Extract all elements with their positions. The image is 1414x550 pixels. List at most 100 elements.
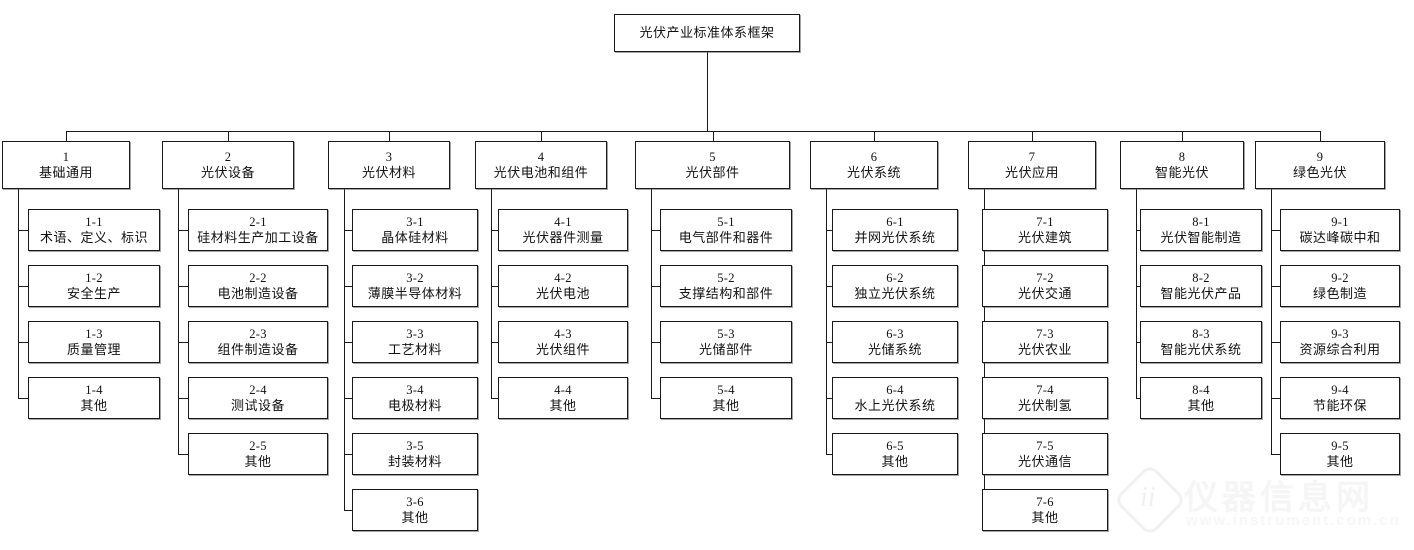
subcategory-node-7-4-label: 光伏制氢 — [1017, 397, 1072, 413]
subcategory-node-2-1-label: 硅材料生产加工设备 — [197, 229, 319, 245]
connector-line-9-3 — [1271, 342, 1280, 343]
connector-line-4-3 — [491, 342, 498, 343]
watermark-text: 仪器信息网 — [1184, 479, 1374, 517]
connector-line-1-4 — [18, 398, 28, 399]
category-node-6-code: 6 — [870, 149, 878, 164]
subcategory-node-5-1-code: 5-1 — [717, 214, 735, 229]
subcategory-node-3-5-code: 3-5 — [406, 438, 424, 453]
connector-line-5-3 — [651, 342, 660, 343]
connector-line-2-3 — [178, 342, 188, 343]
connector-line-5-4 — [651, 398, 660, 399]
trunk-line-3 — [344, 189, 345, 510]
trunk-line-9 — [1271, 189, 1272, 454]
subcategory-node-7-3-label: 光伏农业 — [1017, 341, 1072, 357]
connector-line-6-1 — [826, 230, 832, 231]
category-node-3-label: 光伏材料 — [361, 164, 416, 180]
subcategory-node-8-3-label: 智能光伏系统 — [1160, 341, 1242, 357]
watermark-diamond-icon — [1113, 463, 1187, 537]
subcategory-node-1-2-code: 1-2 — [85, 270, 103, 285]
subcategory-node-6-1-code: 6-1 — [886, 214, 904, 229]
subcategory-node-1-1-code: 1-1 — [85, 214, 103, 229]
subcategory-node-3-2-label: 薄膜半导体材料 — [367, 285, 463, 301]
subcategory-node-6-4-code: 6-4 — [886, 382, 904, 397]
subcategory-node-3-3-code: 3-3 — [406, 326, 424, 341]
subcategory-node-8-4-label: 其他 — [1187, 397, 1215, 413]
subcategory-node-3-1-code: 3-1 — [406, 214, 424, 229]
subcategory-node-6-4-label: 水上光伏系统 — [854, 397, 936, 413]
trunk-line-6 — [826, 189, 827, 454]
connector-line-8-3 — [1136, 342, 1140, 343]
connector-line-4-2 — [491, 286, 498, 287]
connector-line-6-5 — [826, 454, 832, 455]
category-node-9-label: 绿色光伏 — [1292, 164, 1347, 180]
branch-stem-line-7 — [1032, 131, 1033, 141]
subcategory-node-5-3-code: 5-3 — [717, 326, 735, 341]
subcategory-node-9-2-label: 绿色制造 — [1312, 285, 1367, 301]
connector-line-9-5 — [1271, 454, 1280, 455]
root-node[interactable]: 光伏产业标准体系框架 — [614, 14, 800, 52]
subcategory-node-2-4-code: 2-4 — [249, 382, 267, 397]
subcategory-node-2-5-code: 2-5 — [249, 438, 267, 453]
category-node-2-code: 2 — [224, 149, 232, 164]
subcategory-node-7-5-code: 7-5 — [1036, 438, 1054, 453]
branch-stem-line-8 — [1182, 131, 1183, 141]
trunk-line-4 — [491, 189, 492, 398]
subcategory-node-5-2-code: 5-2 — [717, 270, 735, 285]
connector-line-2-5 — [178, 454, 188, 455]
connector-line-3-1 — [344, 230, 352, 231]
subcategory-node-7-6-label: 其他 — [1031, 509, 1059, 525]
